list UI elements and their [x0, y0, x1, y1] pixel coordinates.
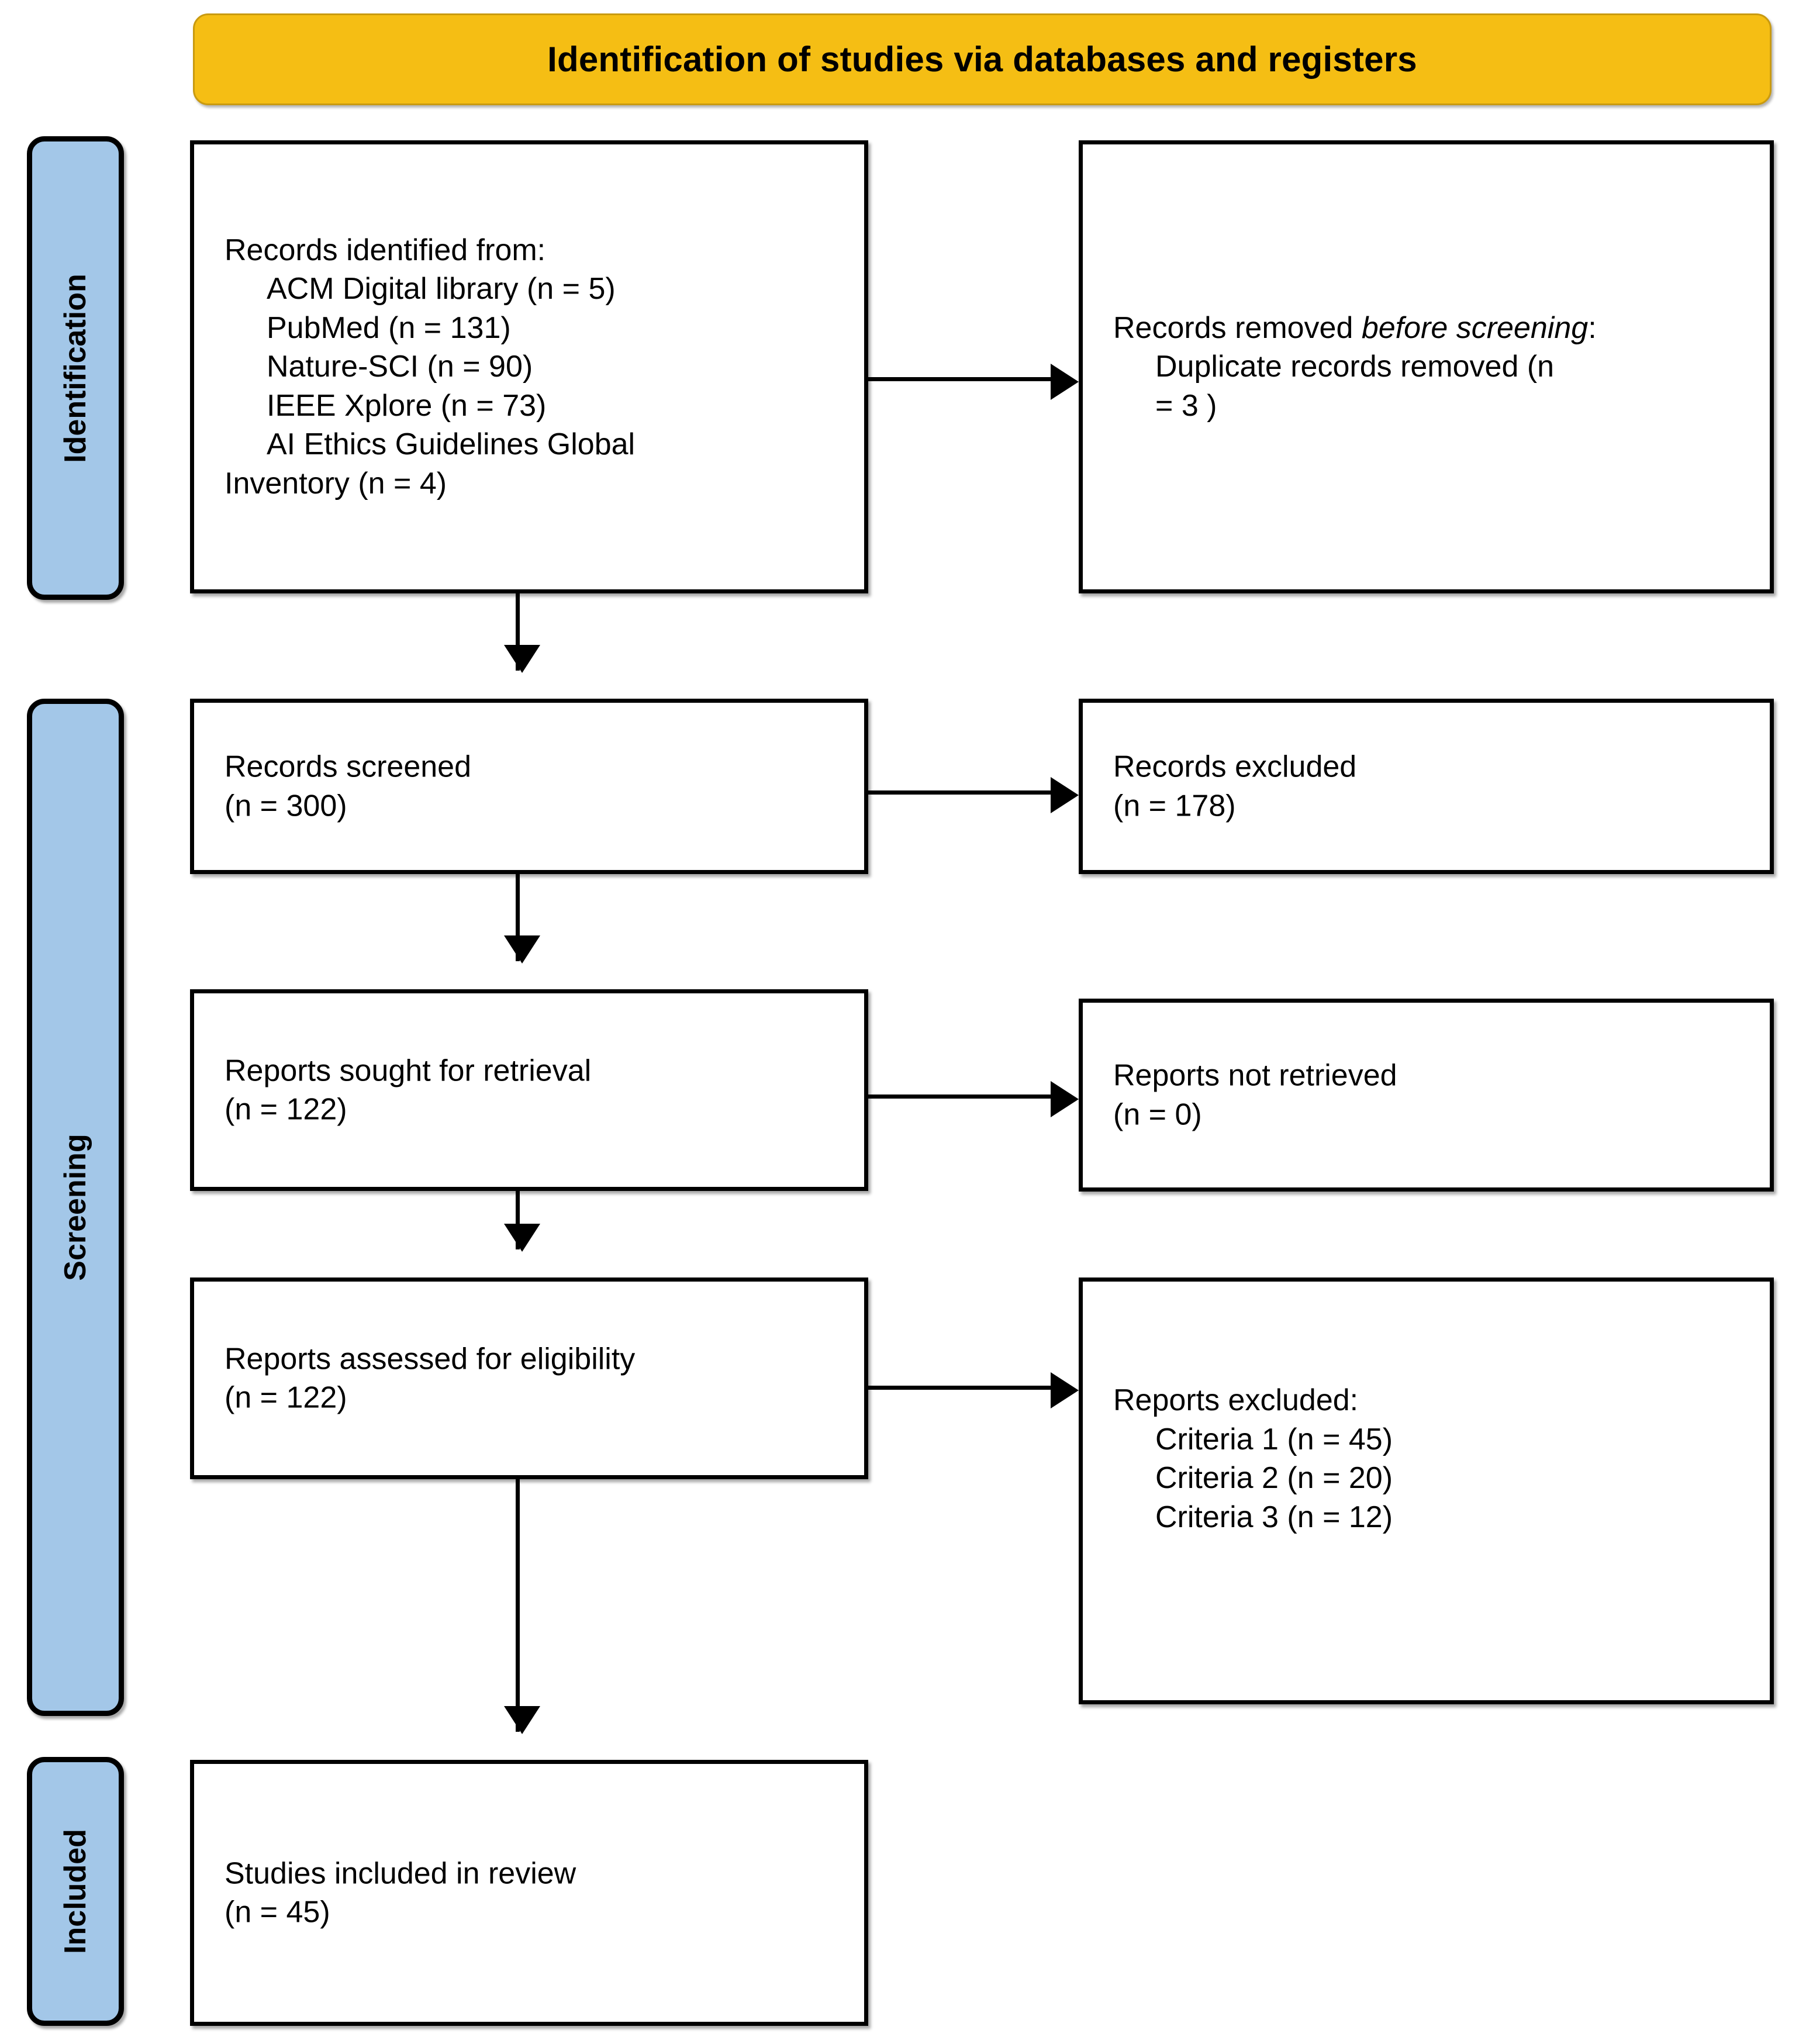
arrow-screened-to-records-excluded [868, 777, 1079, 813]
records-identified-source-4: AI Ethics Guidelines Global [267, 427, 636, 462]
arrow-identified-to-screened [504, 593, 540, 673]
studies-included-count: (n = 45) [225, 1895, 330, 1929]
reports-assessed-label: Reports assessed for eligibility [225, 1341, 636, 1376]
box-records-excluded: Records excluded (n = 178) [1079, 699, 1774, 874]
box-records-identified: Records identified from: ACM Digital lib… [190, 140, 868, 593]
records-excluded-count: (n = 178) [1113, 789, 1236, 823]
records-screened-count: (n = 300) [225, 789, 347, 823]
records-removed-heading-suffix: : [1588, 310, 1597, 345]
arrow-assessed-to-reports-excluded [868, 1372, 1079, 1408]
reports-not-retrieved-label: Reports not retrieved [1113, 1058, 1397, 1093]
records-excluded-label: Records excluded [1113, 750, 1357, 784]
box-studies-included-in-review: Studies included in review (n = 45) [190, 1760, 868, 2026]
box-reports-excluded: Reports excluded: Criteria 1 (n = 45) Cr… [1079, 1278, 1774, 1704]
stage-bar-screening: Screening [27, 699, 124, 1716]
records-removed-heading: Records removed before screening: [1113, 309, 1758, 348]
reports-excluded-heading: Reports excluded: [1113, 1383, 1359, 1417]
stage-bar-identification: Identification [27, 136, 124, 600]
stage-label-identification: Identification [58, 273, 92, 463]
stage-label-included: Included [58, 1829, 92, 1954]
reports-excluded-criteria-2: Criteria 3 (n = 12) [1155, 1500, 1393, 1534]
reports-excluded-criteria-0: Criteria 1 (n = 45) [1155, 1422, 1393, 1456]
records-removed-heading-prefix: Records removed [1113, 310, 1362, 345]
box-reports-excluded-body: Reports excluded: Criteria 1 (n = 45) Cr… [1113, 1381, 1758, 1537]
reports-excluded-criteria-1: Criteria 2 (n = 20) [1155, 1461, 1393, 1496]
records-identified-source-3: IEEE Xplore (n = 73) [267, 388, 547, 423]
records-removed-heading-italic: before screening [1361, 310, 1589, 345]
arrow-sought-to-assessed [504, 1191, 540, 1252]
arrow-screened-to-sought [504, 874, 540, 964]
box-reports-not-retrieved-body: Reports not retrieved (n = 0) [1113, 1056, 1758, 1134]
box-studies-included-body: Studies included in review (n = 45) [225, 1854, 852, 1932]
stage-bar-included: Included [27, 1757, 124, 2026]
records-identified-source-2: Nature-SCI (n = 90) [267, 350, 533, 384]
box-records-identified-body: Records identified from: ACM Digital lib… [225, 231, 852, 503]
box-records-removed-before-screening: Records removed before screening: Duplic… [1079, 140, 1774, 593]
stage-label-screening: Screening [58, 1134, 92, 1281]
records-removed-item-0: Duplicate records removed (n [1155, 350, 1555, 384]
diagram-title-text: Identification of studies via databases … [547, 40, 1417, 79]
box-reports-assessed-for-eligibility: Reports assessed for eligibility (n = 12… [190, 1278, 868, 1479]
box-records-excluded-body: Records excluded (n = 178) [1113, 747, 1758, 825]
box-records-screened: Records screened (n = 300) [190, 699, 868, 874]
arrow-identified-to-removed [868, 364, 1079, 400]
records-identified-source-0: ACM Digital library (n = 5) [267, 272, 616, 306]
box-reports-sought-body: Reports sought for retrieval (n = 122) [225, 1051, 852, 1129]
reports-assessed-count: (n = 122) [225, 1380, 347, 1415]
records-identified-source-5: Inventory (n = 4) [225, 466, 447, 500]
box-reports-not-retrieved: Reports not retrieved (n = 0) [1079, 999, 1774, 1192]
arrow-assessed-to-included [504, 1479, 540, 1734]
records-identified-heading: Records identified from: [225, 233, 546, 267]
diagram-title-banner: Identification of studies via databases … [193, 13, 1772, 105]
box-records-screened-body: Records screened (n = 300) [225, 747, 852, 825]
reports-sought-label: Reports sought for retrieval [225, 1053, 592, 1087]
box-reports-assessed-body: Reports assessed for eligibility (n = 12… [225, 1339, 852, 1417]
records-identified-source-1: PubMed (n = 131) [267, 310, 511, 345]
arrow-sought-to-not-retrieved [868, 1081, 1079, 1117]
records-screened-label: Records screened [225, 750, 471, 784]
studies-included-label: Studies included in review [225, 1856, 576, 1890]
box-records-removed-body: Records removed before screening: Duplic… [1113, 309, 1758, 426]
box-reports-sought-for-retrieval: Reports sought for retrieval (n = 122) [190, 989, 868, 1191]
reports-sought-count: (n = 122) [225, 1092, 347, 1127]
reports-not-retrieved-count: (n = 0) [1113, 1097, 1202, 1131]
records-removed-item-1: = 3 ) [1155, 388, 1217, 423]
